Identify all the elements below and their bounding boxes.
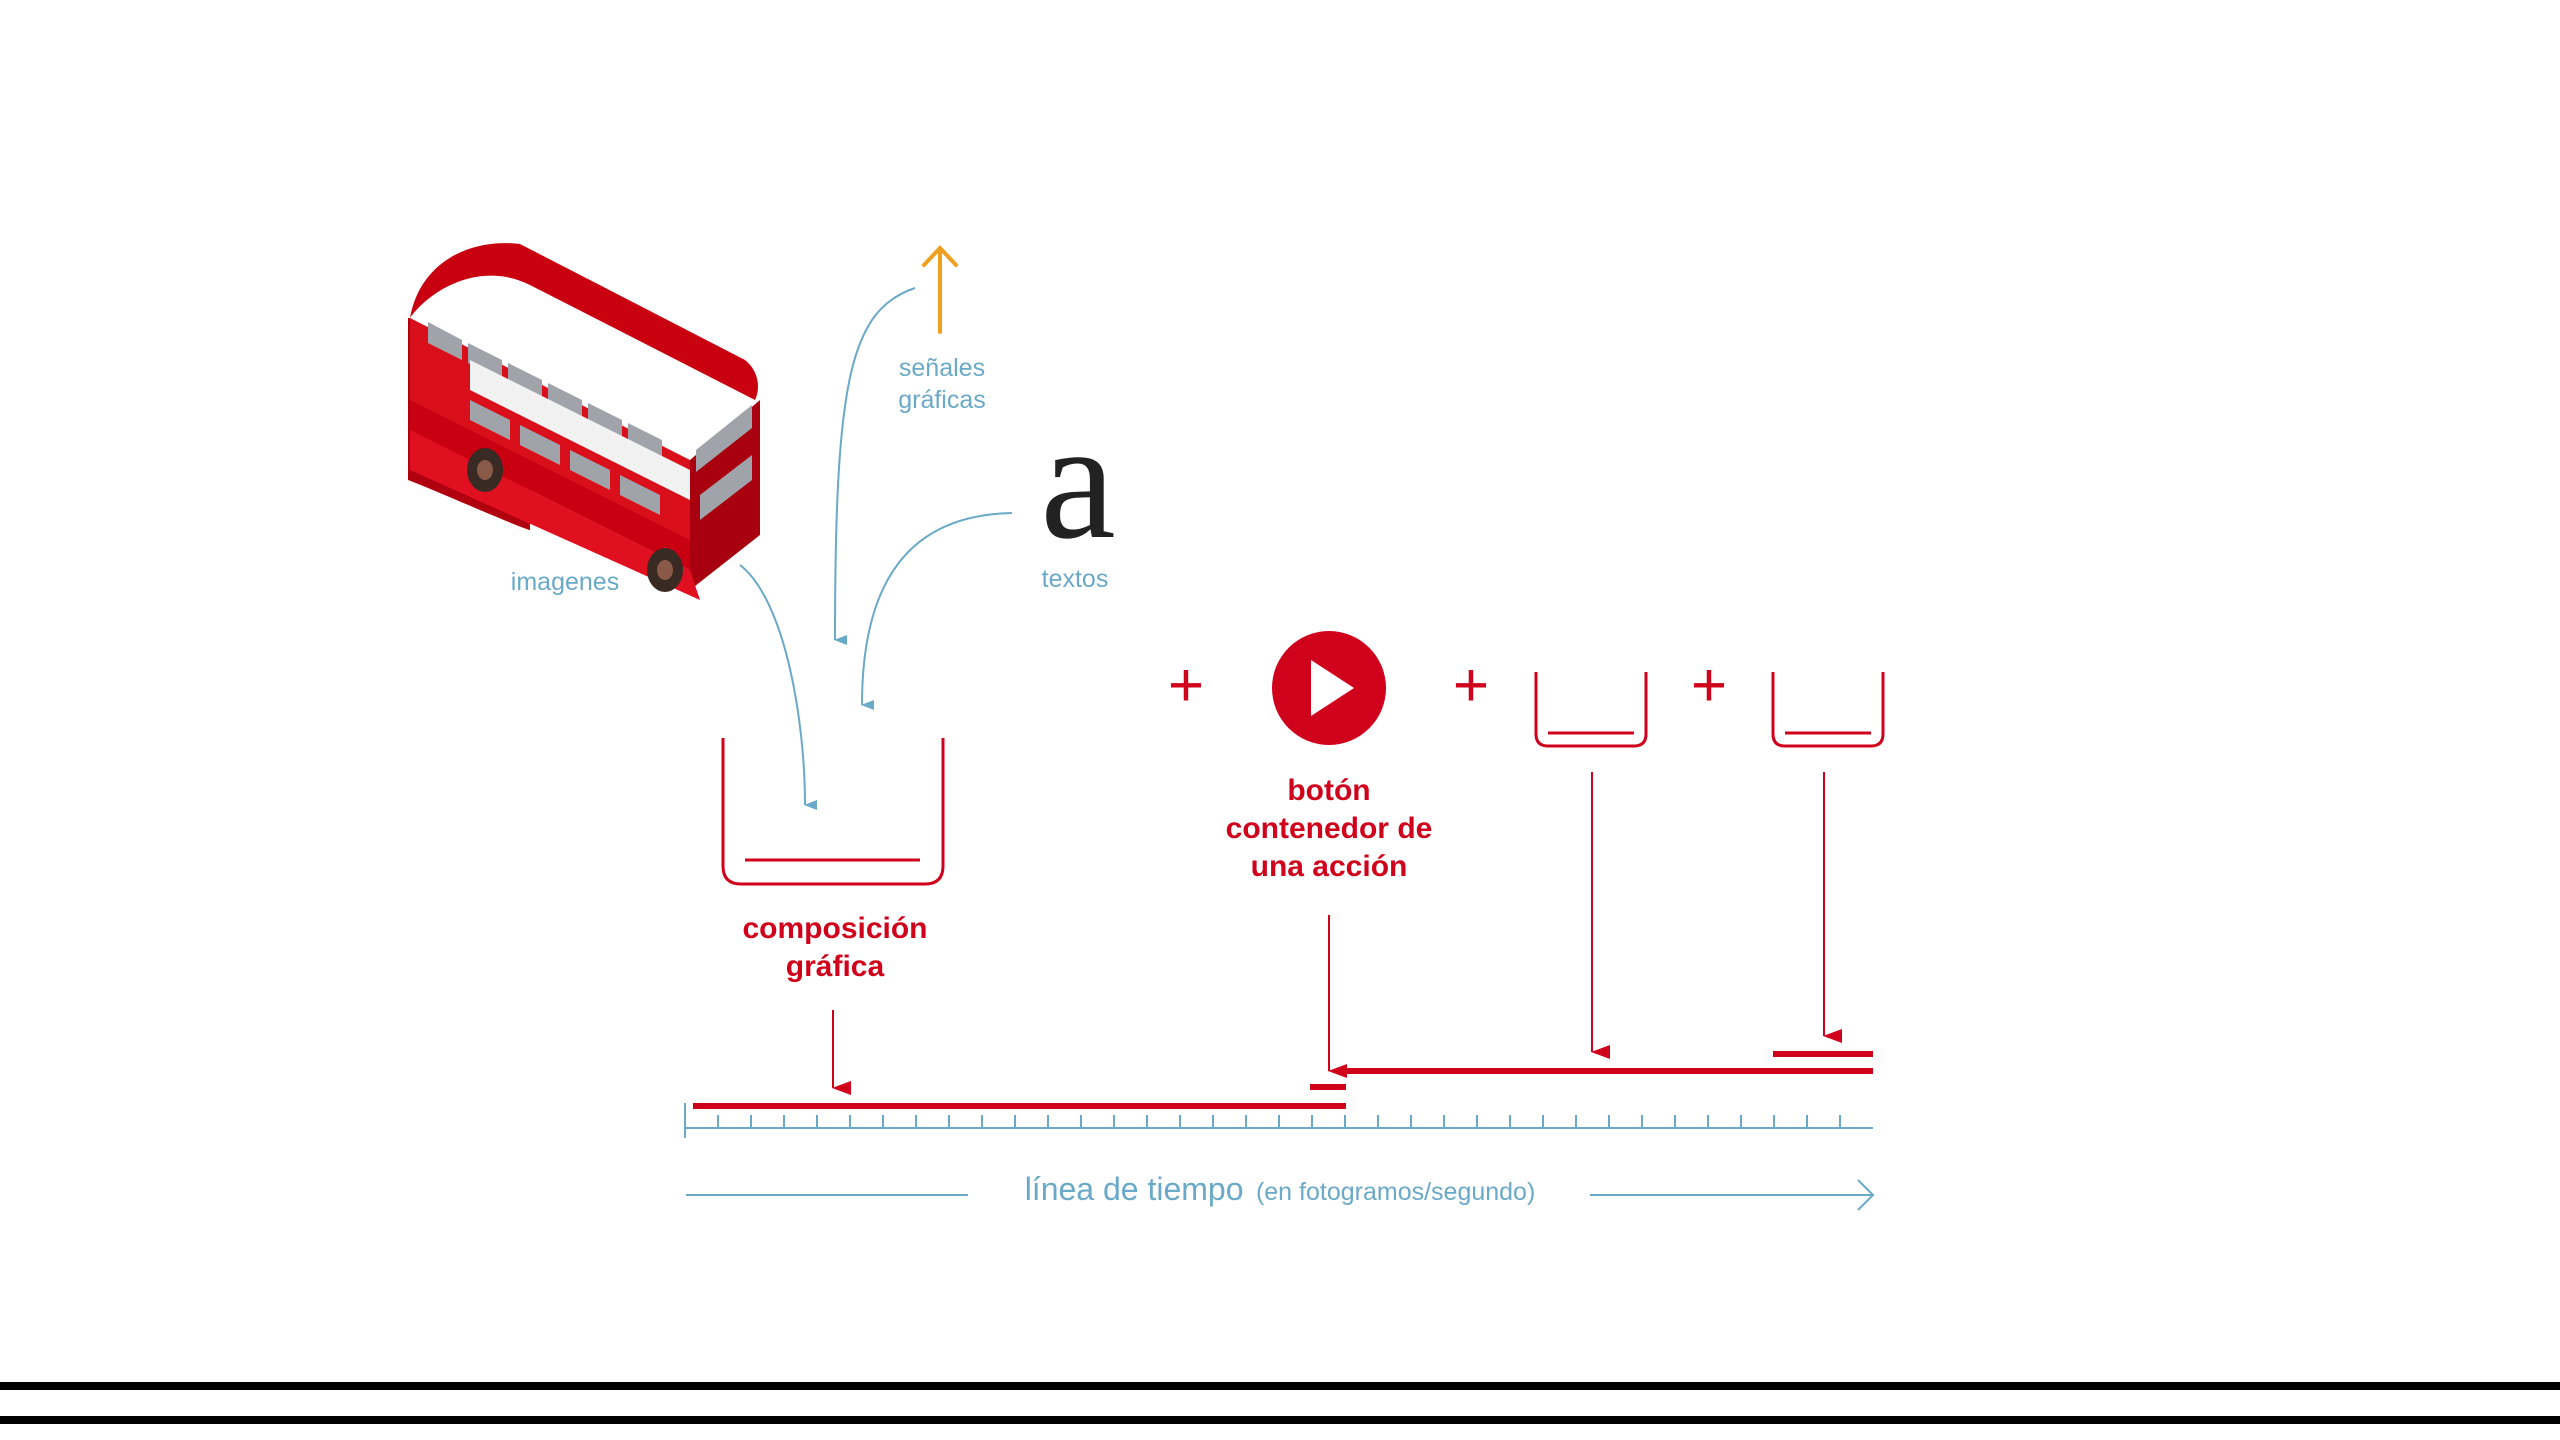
- text-glyph: a: [1040, 386, 1115, 574]
- boton-label-line1: botón: [1287, 774, 1370, 807]
- plus-sign: +: [1453, 651, 1489, 720]
- bottom-rule: [0, 1416, 2560, 1424]
- bottom-rule: [0, 1382, 2560, 1390]
- timeline-segments: [693, 1051, 1873, 1109]
- timeline-label-arrows: [686, 1179, 1875, 1211]
- composicion-label-line1: composición: [742, 912, 927, 945]
- timeline-label-sub: (en fotogramos/segundo): [1256, 1178, 1535, 1206]
- boton-label-line2: contenedor de: [1226, 812, 1433, 845]
- small-container: [1534, 672, 1648, 748]
- plus-sign: +: [1691, 651, 1727, 720]
- timeline-label-main: línea de tiempo: [1025, 1171, 1244, 1207]
- composition-container: [721, 738, 945, 886]
- composicion-label-line2: gráfica: [786, 950, 885, 983]
- timeline-axis: [684, 1103, 1873, 1138]
- textos-arrow: [861, 512, 1013, 711]
- small-container: [1771, 672, 1885, 748]
- textos-label: textos: [1042, 565, 1109, 593]
- input-arrows: [739, 287, 1013, 810]
- imagenes-arrow: [739, 564, 818, 810]
- senales-arrow: [834, 287, 916, 646]
- boton-label-line3: una acción: [1251, 850, 1408, 883]
- timeline-ticks: [717, 1115, 1841, 1128]
- imagenes-label: imagenes: [511, 568, 619, 596]
- senales-label-line2: gráficas: [898, 386, 986, 414]
- timeline-label: línea de tiempo (en fotogramos/segundo): [1025, 1171, 1536, 1207]
- senales-label-line1: señales: [899, 354, 985, 382]
- plus-sign: +: [1168, 651, 1204, 720]
- play-button-icon: [1272, 631, 1386, 745]
- drop-arrows: [832, 772, 1842, 1095]
- up-arrow-icon: [922, 245, 958, 334]
- double-decker-bus-illustration: [408, 243, 760, 600]
